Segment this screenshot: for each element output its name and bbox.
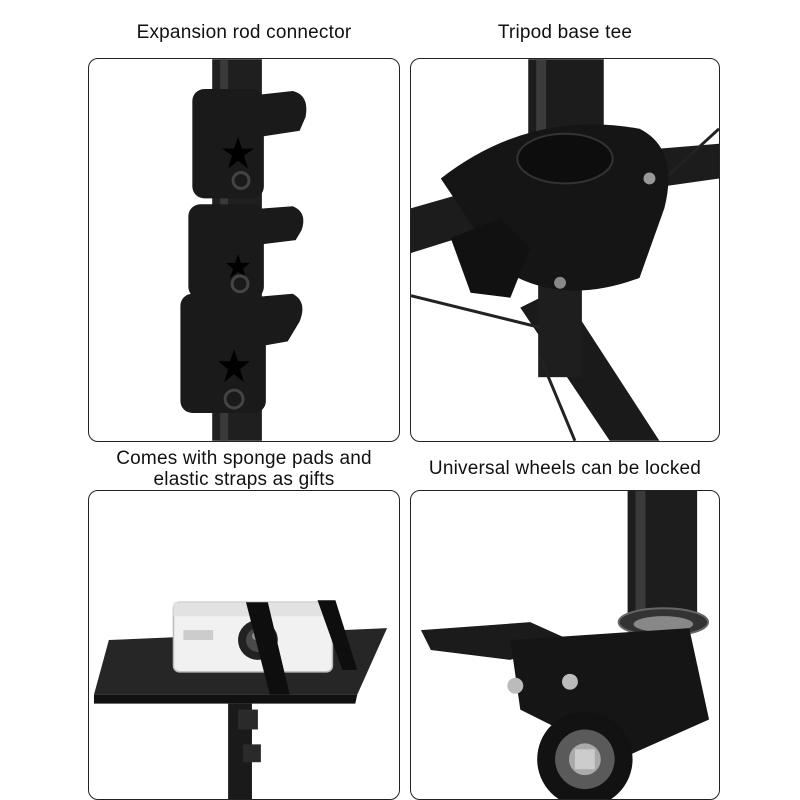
caption-sponge-pads-straps: Comes with sponge pads and elastic strap… [88,448,400,490]
caption-tripod-base-tee: Tripod base tee [497,22,633,43]
panel-projector-tray [88,490,400,800]
panel-universal-wheels [410,490,720,800]
projector-tray-with-straps-icon [93,600,388,799]
tripod-tee-joint-icon [411,59,719,441]
telescopic-pole-clamps-icon [180,59,307,441]
caption-expansion-rod-connector: Expansion rod connector [136,22,352,43]
caption-line-2: elastic straps as gifts [153,469,335,490]
caption-universal-wheels: Universal wheels can be locked [428,458,702,479]
locking-caster-wheel-icon [420,491,710,799]
caption-line-1: Comes with sponge pads and [116,448,372,469]
panel-tripod-base-tee [410,58,720,442]
panel-expansion-rod-connector [88,58,400,442]
